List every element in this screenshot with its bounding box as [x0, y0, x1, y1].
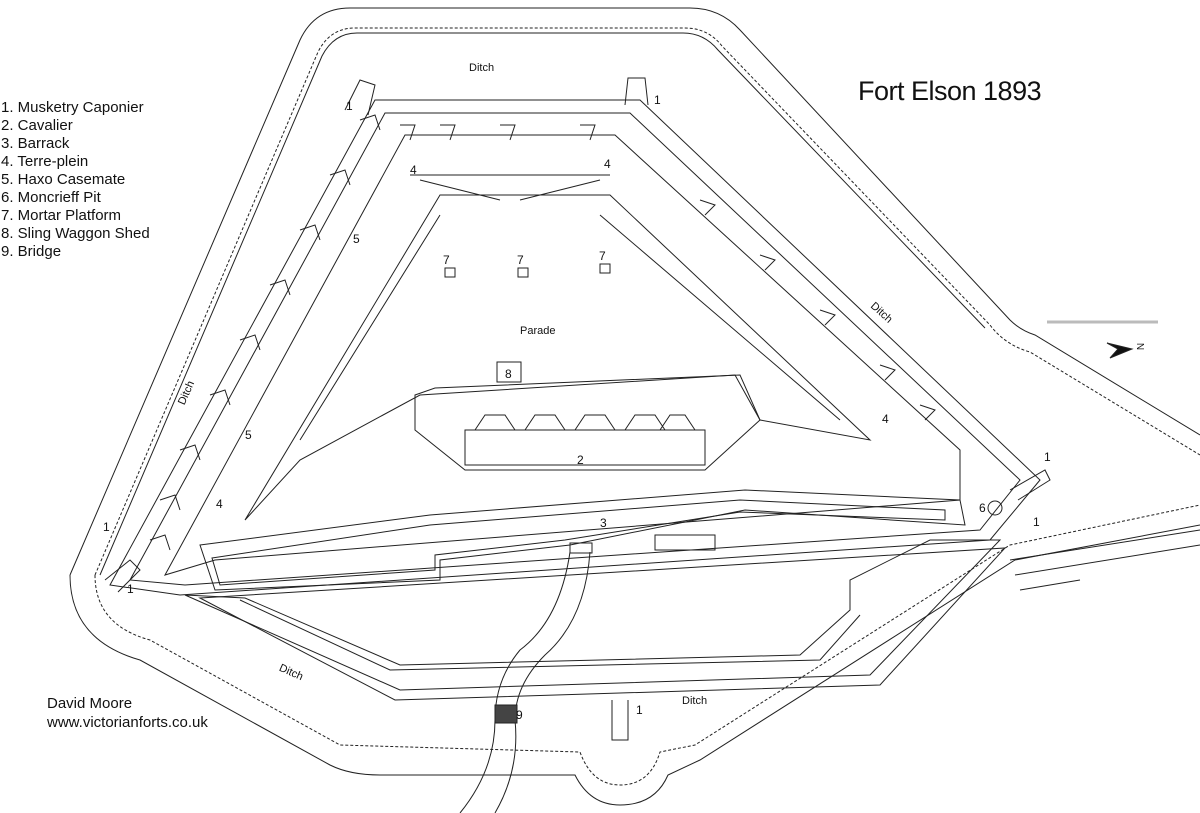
legend-item: 2. Cavalier — [1, 117, 73, 134]
caponier-left — [104, 559, 141, 593]
moncrieff-pit — [987, 500, 1003, 516]
marker-2: 2 — [577, 453, 584, 467]
marker-3: 3 — [600, 516, 607, 530]
outer-covered-way — [94, 27, 1200, 576]
ditch-label: Ditch — [469, 62, 495, 74]
marker-1: 1 — [654, 93, 661, 107]
marker-4: 4 — [882, 412, 889, 426]
credit: David Moore www.victorianforts.co.uk — [47, 694, 208, 732]
author: David Moore — [47, 695, 133, 712]
outer-glacis-outline — [69, 7, 1200, 576]
bridge — [459, 551, 591, 813]
barrack-block — [199, 489, 966, 591]
marker-9: 9 — [516, 708, 523, 722]
caponier-top-left — [344, 79, 376, 116]
marker-4: 4 — [216, 497, 223, 511]
map-title: Fort Elson 1893 — [858, 76, 1042, 106]
marker-7: 7 — [599, 249, 606, 263]
marker-1: 1 — [103, 520, 110, 534]
marker-7: 7 — [517, 253, 524, 267]
marker-1: 1 — [1033, 515, 1040, 529]
ditch-label: Ditch — [682, 695, 708, 707]
legend-item: 7. Mortar Platform — [1, 207, 122, 224]
legend-item: 3. Barrack — [1, 135, 70, 152]
caponier-bottom — [611, 700, 629, 741]
outer-glacis-bottom — [69, 524, 1200, 806]
sling-waggon-shed — [496, 361, 522, 383]
marker-7: 7 — [443, 253, 450, 267]
legend-item: 5. Haxo Casemate — [1, 171, 126, 188]
marker-4: 4 — [604, 157, 611, 171]
parade-label: Parade — [520, 325, 556, 337]
cavalier — [414, 374, 761, 471]
caponier-top-right — [624, 77, 649, 106]
caponier-right — [1009, 469, 1051, 501]
marker-1: 1 — [346, 99, 353, 113]
marker-5: 5 — [245, 428, 252, 442]
legend-item: 4. Terre-plein — [1, 153, 89, 170]
marker-5: 5 — [353, 232, 360, 246]
legend-item: 1. Musketry Caponier — [1, 99, 144, 116]
north-label: N — [1134, 342, 1146, 351]
marker-1: 1 — [636, 703, 643, 717]
legend: 1. Musketry Caponier 2. Cavalier 3. Barr… — [1, 99, 150, 261]
north-arrow-icon — [1106, 342, 1134, 359]
marker-4: 4 — [410, 163, 417, 177]
website: www.victorianforts.co.uk — [47, 714, 208, 731]
parade-ground — [244, 194, 872, 521]
marker-1: 1 — [1044, 450, 1051, 464]
legend-item: 9. Bridge — [1, 243, 62, 260]
rampart-inner — [163, 134, 961, 576]
legend-item: 8. Sling Waggon Shed — [1, 225, 150, 242]
marker-6: 6 — [979, 501, 986, 515]
marker-1: 1 — [127, 582, 134, 596]
lower-work — [184, 539, 1002, 691]
legend-item: 6. Moncrieff Pit — [1, 189, 101, 206]
escarp-outline — [109, 99, 1041, 596]
marker-8: 8 — [505, 367, 512, 381]
